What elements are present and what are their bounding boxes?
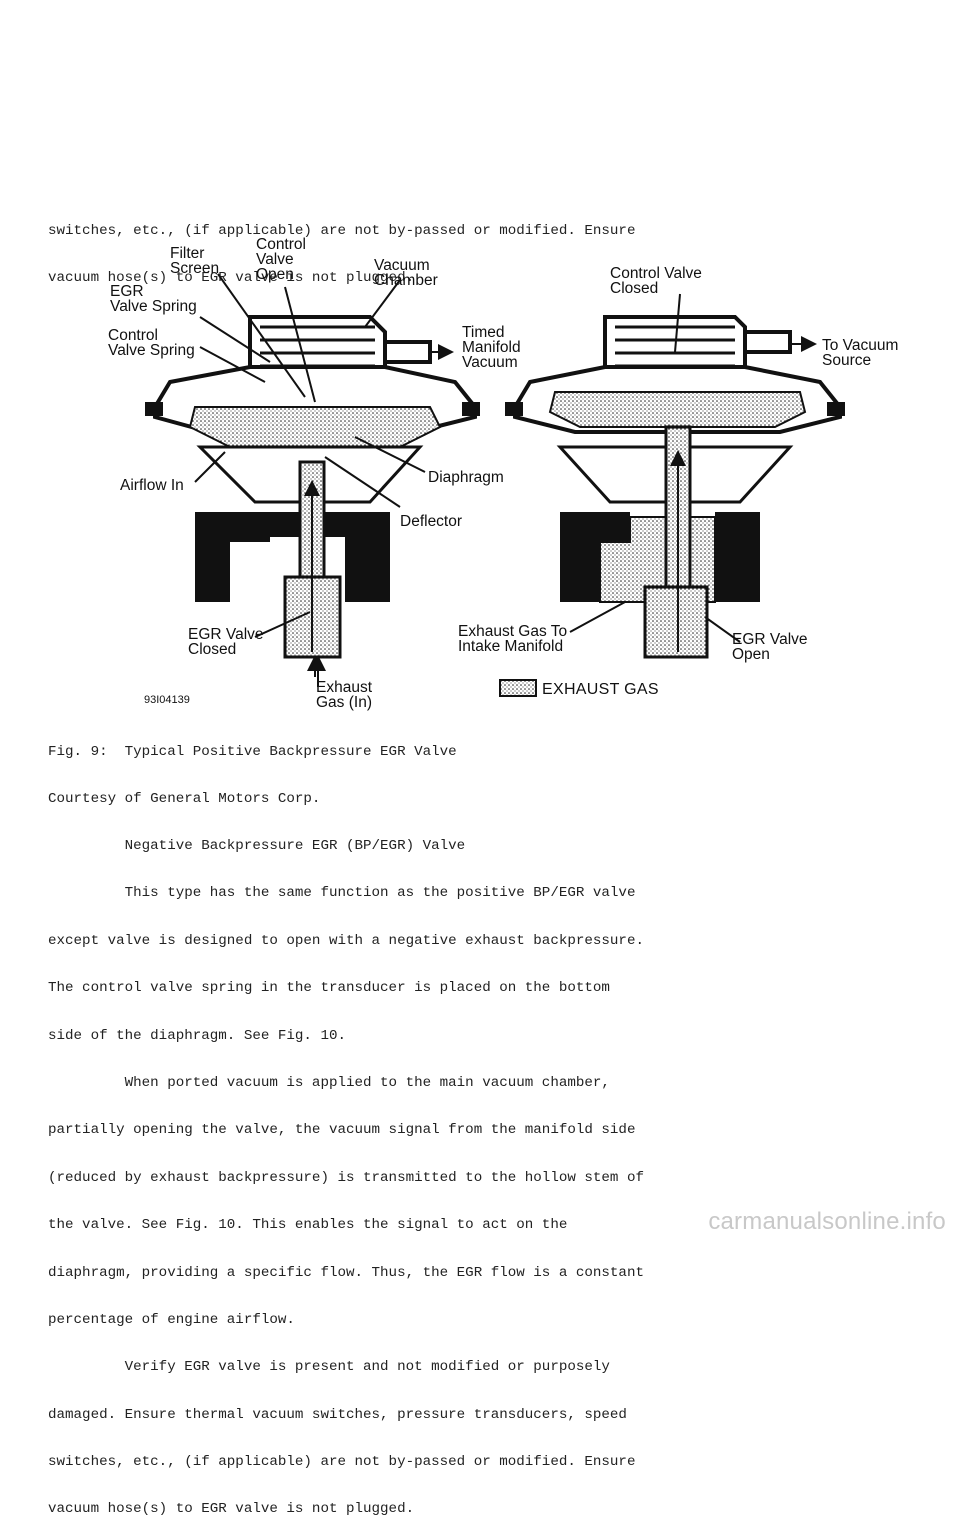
right-valve-drawing [505,315,845,659]
text-line [48,792,928,808]
label-deflector: Deflector [400,513,463,530]
text-line: the valve. See Fig. 10. This enables the… [48,1217,568,1234]
body-paragraphs: Negative Backpressure EGR (BP/EGR) Valve… [48,760,928,1534]
text-line: diaphragm, providing a specific flow. Th… [48,1264,644,1281]
label-control-valve-spring: Control Valve Spring [108,327,195,359]
left-valve-drawing [145,315,480,677]
label-egr-valve-closed: EGR Valve Closed [188,626,264,658]
label-egr-valve-spring: EGR Valve Spring [110,283,197,315]
label-timed-manifold-vacuum: Timed Manifold Vacuum [462,324,521,371]
egr-valve-diagram [145,273,845,697]
text-line: partially opening the valve, the vacuum … [48,1122,636,1139]
label-control-valve-closed: Control Valve Closed [610,265,702,297]
label-egr-valve-open: EGR Valve Open [732,631,808,663]
text-line: vacuum hose(s) to EGR valve is not plugg… [48,1501,415,1518]
label-vacuum-chamber: Vacuum Chamber [374,257,438,289]
legend-exhaust-gas: EXHAUST GAS [542,681,659,698]
section-heading: Negative Backpressure EGR (BP/EGR) Valve [48,837,466,854]
egr-valve-figure: Filter Screen Control Valve Open Vacuum … [100,232,920,711]
caption-line: Fig. 9: Typical Positive Backpressure EG… [48,743,457,760]
text-line: except valve is designed to open with a … [48,932,644,949]
text-line: vacuum hose(s) to EGR valve is not plugg… [48,269,415,286]
text-line: switches, etc., (if applicable) are not … [48,1454,636,1471]
watermark-link[interactable]: carmanualsonline.info [708,1208,946,1235]
text-line: Verify EGR valve is present and not modi… [48,1359,610,1376]
top-paragraph: switches, etc., (if applicable) are not … [48,192,928,303]
label-diaphragm: Diaphragm [428,469,504,486]
label-airflow-in: Airflow In [120,477,184,494]
label-filter-screen: Filter Screen [170,245,220,277]
text-line: (reduced by exhaust backpressure) is tra… [48,1169,644,1186]
text-line: percentage of engine airflow. [48,1311,295,1328]
caption-line: Courtesy of General Motors Corp. [48,790,321,807]
label-control-valve-open: Control Valve Open [256,236,306,283]
figure-id: 93I04139 [144,694,190,706]
text-line: damaged. Ensure thermal vacuum switches,… [48,1406,627,1423]
text-line: When ported vacuum is applied to the mai… [48,1074,610,1091]
text-line: This type has the same function as the p… [48,885,636,902]
label-exhaust-gas-to-intake: Exhaust Gas To Intake Manifold [458,623,568,655]
label-to-vacuum-source: To Vacuum Source [822,337,899,369]
legend-swatch [499,679,537,697]
text-line: side of the diaphragm. See Fig. 10. [48,1027,346,1044]
text-line: switches, etc., (if applicable) are not … [48,222,636,239]
label-exhaust-gas-in: Exhaust Gas (In) [316,679,373,711]
text-line: The control valve spring in the transduc… [48,980,610,997]
figure-caption: Fig. 9: Typical Positive Backpressure EG… [48,713,928,824]
